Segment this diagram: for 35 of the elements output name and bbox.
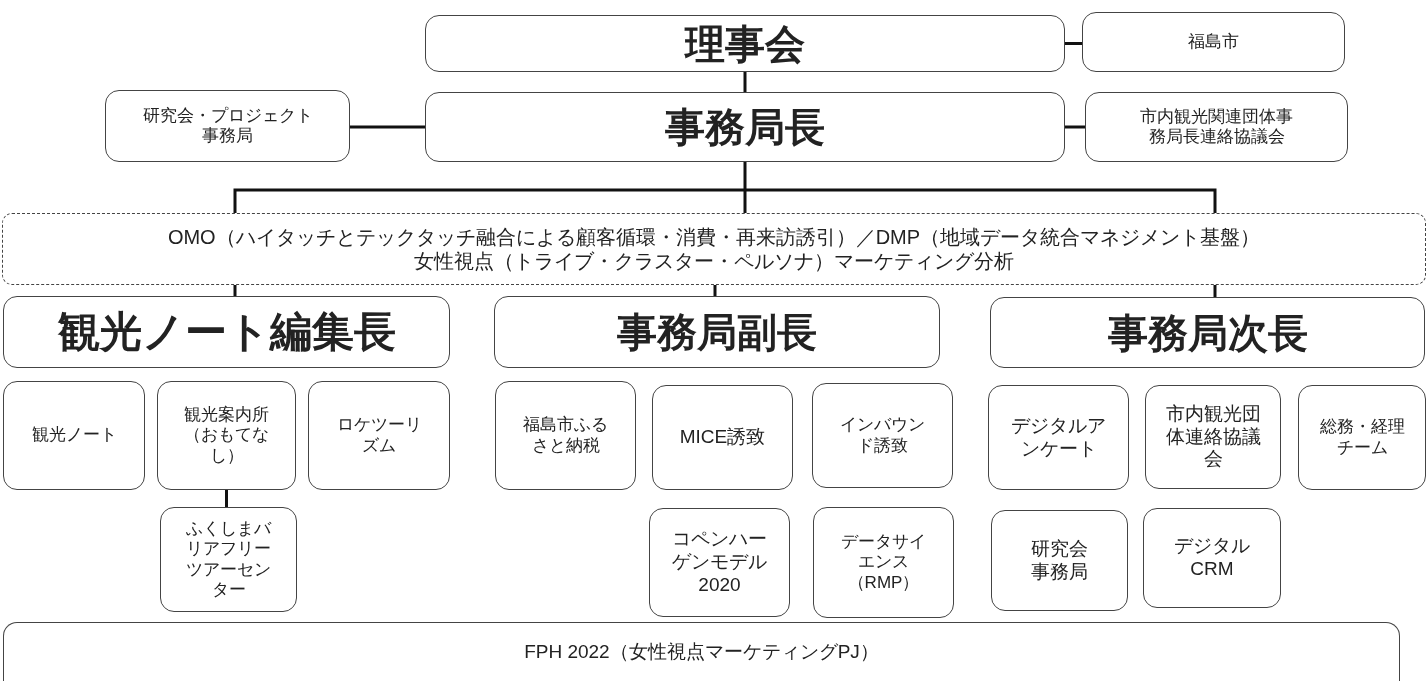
org-box: 研究会事務局 [991,510,1128,611]
org-box: 事務局次長 [990,297,1425,368]
connector-line [233,285,237,296]
org-box: 市内観光関連団体事務局長連絡協議会 [1085,92,1348,162]
org-box: ロケツーリズム [308,381,450,490]
connector-line [1213,285,1217,297]
org-box: 観光ノート [3,381,145,490]
connector-line [713,285,717,296]
org-box: デジタルCRM [1143,508,1281,608]
org-box: コペンハーゲンモデル2020 [649,508,790,617]
org-box: 事務局長 [425,92,1065,162]
org-box: データサイエンス（RMP） [813,507,954,618]
org-box: 観光ノート編集長 [3,296,450,368]
connector-line [350,125,425,129]
project-band: FPH 2022（女性視点マーケティングPJ） [3,622,1400,681]
org-box: 総務・経理チーム [1298,385,1426,490]
connector-line [225,490,228,507]
connector-line [1065,42,1082,45]
org-box: 事務局副長 [494,296,940,368]
dashed-band [2,213,1426,285]
org-box: 理事会 [425,15,1065,72]
org-box: ふくしまバリアフリーツアーセンター [160,507,297,612]
band-text: 女性視点（トライブ・クラスター・ペルソナ）マーケティング分析 [414,249,1014,273]
org-box: インバウンド誘致 [812,383,953,488]
org-box: デジタルアンケート [988,385,1129,490]
connector-line [233,160,1217,215]
org-box: MICE誘致 [652,385,793,490]
org-box: 福島市 [1082,12,1345,72]
connector-line [1065,125,1085,129]
org-box: 観光案内所（おもてなし） [157,381,296,490]
org-box: 研究会・プロジェクト事務局 [105,90,350,162]
org-box: 福島市ふるさと納税 [495,381,636,490]
org-box: 市内観光団体連絡協議会 [1145,385,1281,489]
connector-line [743,72,747,92]
band-text: OMO（ハイタッチとテックタッチ融合による顧客循環・消費・再来訪誘引）／DMP（地域データ統合マネジメント基盤） [167,225,1261,249]
